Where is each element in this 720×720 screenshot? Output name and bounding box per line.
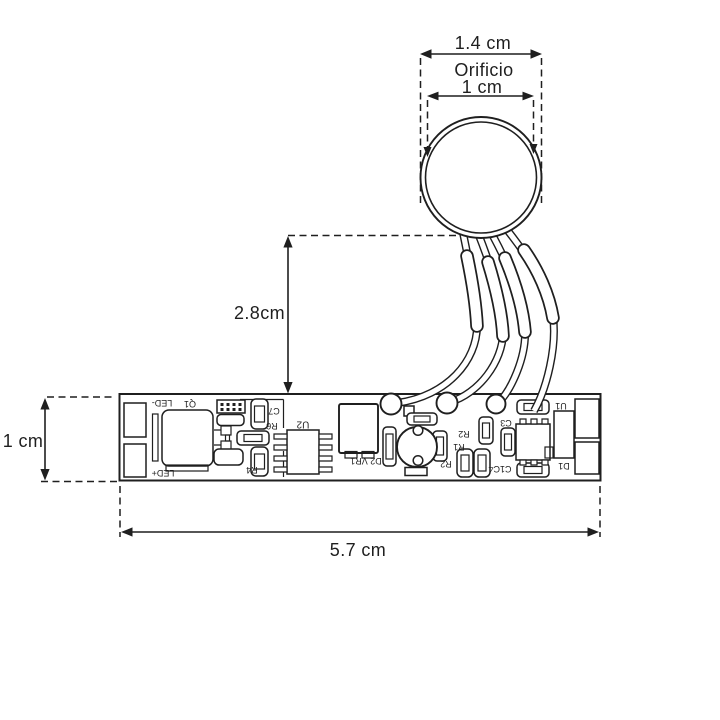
trimpot-vr1 — [382, 424, 448, 477]
label-d2-vr1: D2 VR1 — [350, 456, 382, 466]
dim-sensor-width-label: 1.4 cm — [455, 33, 511, 53]
dim-cable-length-label: 2.8cm — [234, 303, 285, 323]
label-led-minus: LED- — [152, 398, 173, 408]
arrowhead-right — [530, 49, 542, 59]
label-r2-b: R2 — [458, 429, 470, 439]
hole-tick-left — [423, 147, 432, 157]
silkscreen-labels: LED- Q1 LED+ C7 R6 R4 U2 D2 VR1 R2 R2 R1… — [152, 398, 570, 478]
arrowhead-bottom — [40, 469, 50, 481]
sensor-wire-1 — [396, 227, 484, 407]
label-c3: C3 — [500, 418, 512, 428]
arrowhead-right — [522, 91, 534, 101]
diode-d1-body — [553, 410, 575, 459]
chip-u2 — [273, 429, 333, 475]
passive-top-center — [403, 405, 438, 426]
pad-right-top — [574, 398, 600, 439]
pad-right-bottom — [574, 441, 600, 475]
chip-u1 — [515, 410, 575, 466]
arrowhead-left — [121, 527, 133, 537]
sensor-wires — [379, 227, 560, 416]
sensor-outer-ring — [419, 116, 543, 239]
hole-size-label: 1 cm — [462, 77, 503, 97]
hole-tick-right — [529, 144, 538, 154]
resistor-r4 — [250, 446, 269, 477]
label-u1: U1 — [555, 401, 567, 411]
dim-board-length-label: 5.7 cm — [330, 540, 386, 560]
label-u2: U2 — [296, 419, 309, 430]
arrowhead-right — [587, 527, 599, 537]
arrowhead-bottom — [283, 382, 293, 394]
solder-joint-3 — [485, 393, 507, 415]
u1-pins — [519, 418, 549, 466]
solder-joint-2 — [435, 391, 459, 415]
dim-cable-length: 2.8cm — [234, 236, 293, 394]
resistor-r6 — [236, 430, 270, 446]
label-q1: Q1 — [184, 399, 196, 409]
arrowhead-top — [283, 236, 293, 248]
dim-board-height: 1 cm — [3, 396, 118, 483]
label-c1c4: C1C4 — [488, 464, 511, 474]
label-r1: R1 — [453, 442, 465, 452]
label-c7: C7 — [268, 406, 280, 416]
hole-title: Orificio — [454, 60, 513, 80]
dim-sensor-width: 1.4 cm — [419, 33, 543, 207]
pad-led-minus — [123, 402, 147, 438]
passives-left — [213, 425, 244, 466]
transistor-q1 — [151, 409, 214, 472]
pcb-board: LED- Q1 LED+ C7 R6 R4 U2 D2 VR1 R2 R2 R1… — [118, 393, 602, 482]
arrowhead-left — [427, 91, 439, 101]
arrowhead-left — [420, 49, 432, 59]
component-d2 — [338, 403, 379, 459]
label-r6: R6 — [266, 421, 278, 431]
capacitor-c7 — [250, 398, 269, 430]
label-d1: D1 — [558, 461, 570, 471]
label-r4: R4 — [246, 465, 258, 475]
label-r2-a: R2 — [440, 459, 452, 469]
dim-hole: Orificio 1 cm — [423, 60, 538, 157]
header-pins — [220, 403, 242, 411]
pad-led-plus — [123, 443, 147, 478]
arrowhead-top — [40, 398, 50, 410]
dim-board-length: 5.7 cm — [119, 486, 601, 560]
sensor-wire-2 — [448, 231, 510, 406]
dim-board-height-label: 1 cm — [3, 431, 44, 451]
label-led-plus: LED+ — [152, 468, 175, 478]
sensor-head — [419, 116, 543, 239]
pin-header — [216, 399, 246, 427]
sensor-wire-3 — [489, 234, 532, 405]
u2-pins — [273, 433, 333, 473]
sensor-inner-ring — [424, 121, 538, 234]
solder-joint-1 — [379, 392, 403, 416]
sensor-wire-4 — [504, 228, 560, 413]
